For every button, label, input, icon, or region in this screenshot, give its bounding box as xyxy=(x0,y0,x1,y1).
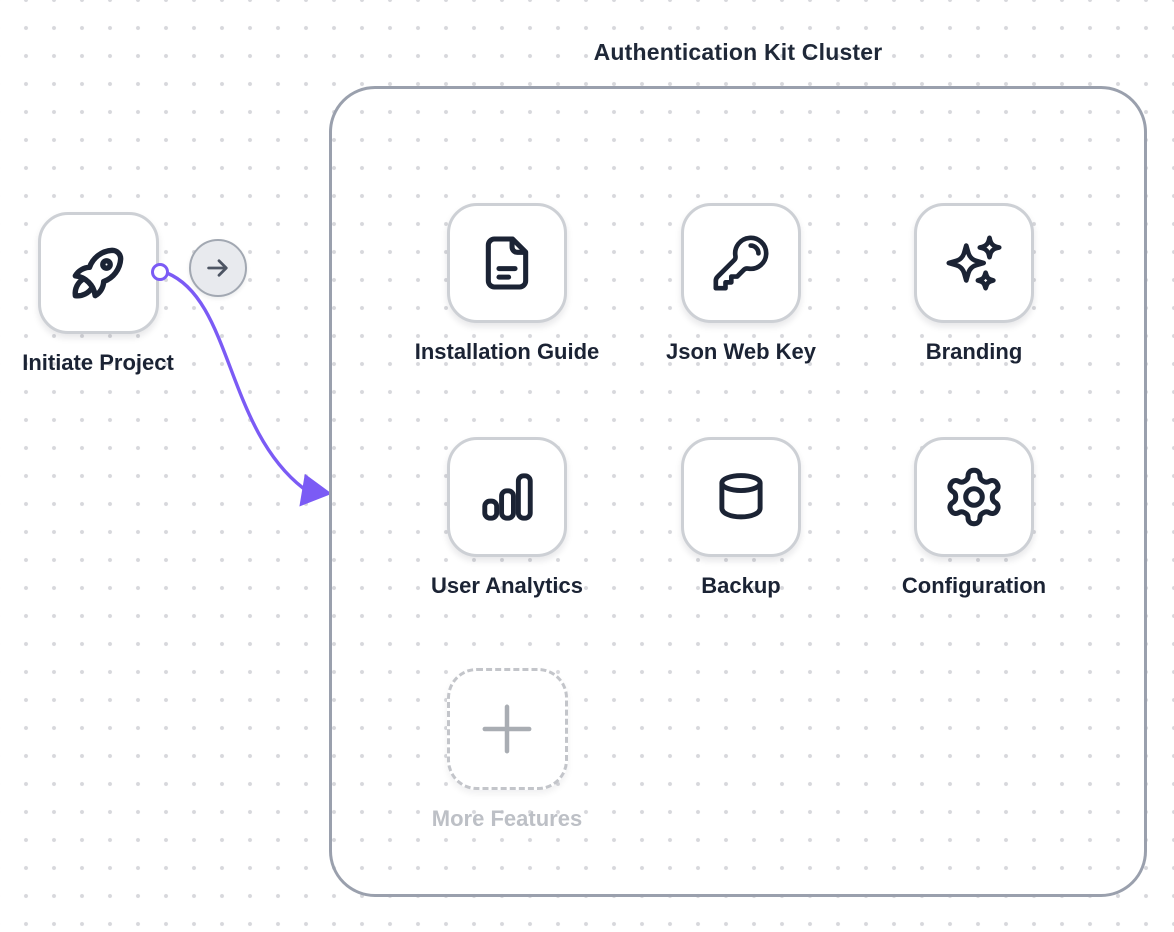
node-more-features[interactable]: More Features xyxy=(397,668,617,832)
key-icon xyxy=(713,235,769,291)
rocket-icon xyxy=(72,247,124,299)
configuration-card[interactable] xyxy=(914,437,1034,557)
cluster-title: Authentication Kit Cluster xyxy=(593,39,883,65)
node-label: Installation Guide xyxy=(414,339,600,364)
initiate-project-card[interactable] xyxy=(37,212,159,334)
node-label: More Features xyxy=(431,806,583,831)
node-label: Initiate Project xyxy=(22,350,174,375)
node-label: Json Web Key xyxy=(666,339,816,364)
node-initiate-project[interactable]: Initiate Project xyxy=(0,212,208,376)
node-backup[interactable]: Backup xyxy=(631,437,851,599)
arrow-right-icon xyxy=(207,259,228,277)
branding-card[interactable] xyxy=(914,203,1034,323)
run-arrow-button[interactable] xyxy=(189,239,247,297)
add-feature-card[interactable] xyxy=(446,668,568,790)
node-label: User Analytics xyxy=(430,573,584,598)
node-installation-guide[interactable]: Installation Guide xyxy=(397,203,617,365)
node-configuration[interactable]: Configuration xyxy=(864,437,1084,599)
plus-icon xyxy=(482,704,532,754)
node-user-analytics[interactable]: User Analytics xyxy=(397,437,617,599)
bar-chart-icon xyxy=(482,473,533,521)
node-label: Backup xyxy=(701,573,781,598)
document-icon xyxy=(485,236,529,290)
node-label: Configuration xyxy=(901,573,1047,598)
backup-card[interactable] xyxy=(681,437,801,557)
gear-icon xyxy=(947,467,1001,527)
sparkles-icon xyxy=(946,235,1002,291)
database-icon xyxy=(719,473,763,520)
json-web-key-card[interactable] xyxy=(681,203,801,323)
user-analytics-card[interactable] xyxy=(447,437,567,557)
cluster-authentication-kit[interactable] xyxy=(329,86,1147,897)
node-label: Branding xyxy=(925,339,1023,364)
node-branding[interactable]: Branding xyxy=(864,203,1084,365)
installation-guide-card[interactable] xyxy=(447,203,567,323)
connection-handle[interactable] xyxy=(151,263,169,281)
node-json-web-key[interactable]: Json Web Key xyxy=(631,203,851,365)
